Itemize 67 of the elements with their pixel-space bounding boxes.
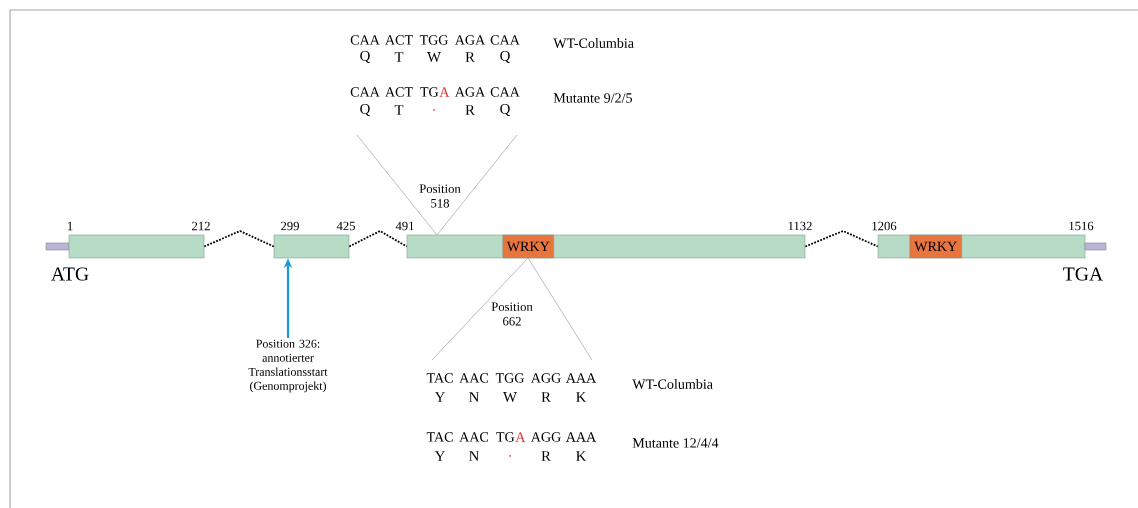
amino-acid-text: K bbox=[576, 392, 587, 402]
utr-bar bbox=[45, 242, 70, 251]
codon-text: ACT bbox=[385, 87, 413, 97]
position-number: 1516 bbox=[1069, 221, 1094, 231]
sequence-label: WT-Columbia bbox=[553, 38, 634, 48]
annotation-text: Position 326: annotierter Translationsstart (Genomprojekt) bbox=[248, 339, 328, 393]
position-number: 425 bbox=[336, 221, 355, 231]
domain-box: WRKY bbox=[909, 234, 962, 259]
intron-line bbox=[203, 230, 275, 248]
amino-acid-text: R bbox=[541, 392, 551, 402]
amino-acid-text: Y bbox=[434, 451, 445, 461]
position-number: 1 bbox=[67, 221, 73, 231]
codon-text: AGA bbox=[454, 87, 486, 97]
position-number: 491 bbox=[395, 221, 414, 231]
amino-acid-text: R bbox=[541, 451, 551, 461]
codon-text: CAA bbox=[490, 87, 520, 97]
codon-text: TAC bbox=[426, 432, 453, 442]
codon-text: TGG bbox=[495, 373, 524, 383]
codon-text: CAA bbox=[350, 35, 380, 45]
codon-text: AGA bbox=[454, 35, 486, 45]
sequence-label: Mutante 12/4/4 bbox=[632, 438, 719, 448]
utr-bar bbox=[1084, 242, 1107, 251]
mutation-text: A bbox=[515, 432, 526, 442]
amino-acid-text: Q bbox=[360, 50, 371, 64]
amino-acid-text: N bbox=[469, 392, 479, 402]
codon-text: CAA bbox=[490, 35, 520, 45]
codon-text: AAA bbox=[565, 432, 597, 442]
exon-box bbox=[68, 234, 205, 259]
amino-acid-text: Q bbox=[500, 50, 511, 64]
stop-text: . bbox=[433, 109, 435, 111]
domain-box: WRKY bbox=[502, 234, 554, 259]
sequence-label: Mutante 9/2/5 bbox=[553, 93, 632, 103]
position-number: 1206 bbox=[872, 221, 897, 231]
codon-text: TG bbox=[496, 432, 515, 442]
codon-text: AGG bbox=[530, 432, 561, 442]
codon-text: TGG bbox=[419, 35, 448, 45]
codon-text: ACT bbox=[385, 35, 413, 45]
amino-acid-text: Q bbox=[500, 103, 511, 117]
position-number: 1132 bbox=[788, 221, 812, 231]
amino-acid-text: K bbox=[576, 451, 587, 461]
position-label: Position 662 bbox=[491, 302, 533, 326]
codon-text: TG bbox=[420, 87, 439, 97]
amino-acid-text: T bbox=[394, 52, 404, 62]
codon-text: AGG bbox=[530, 373, 561, 383]
codon-text: CAA bbox=[350, 87, 380, 97]
codon-text: TGA bbox=[1063, 267, 1104, 281]
amino-acid-text: T bbox=[394, 105, 404, 115]
stop-text: . bbox=[509, 455, 511, 457]
codon-text: AAC bbox=[459, 373, 489, 383]
intron-line bbox=[348, 229, 408, 248]
amino-acid-text: Y bbox=[434, 392, 445, 402]
sequence-label: WT-Columbia bbox=[632, 379, 713, 389]
codon-text: AAA bbox=[565, 373, 597, 383]
amino-acid-text: W bbox=[503, 392, 517, 402]
codon-text: TAC bbox=[426, 373, 453, 383]
amino-acid-text: Q bbox=[360, 103, 371, 117]
codon-text: ATG bbox=[51, 267, 89, 281]
amino-acid-text: W bbox=[427, 52, 441, 62]
codon-text: AAC bbox=[459, 432, 489, 442]
exon-box bbox=[273, 234, 350, 259]
amino-acid-text: R bbox=[465, 52, 475, 62]
amino-acid-text: R bbox=[465, 105, 475, 115]
intron-line bbox=[804, 230, 879, 248]
position-number: 212 bbox=[192, 221, 210, 231]
position-label: Position 518 bbox=[419, 184, 461, 208]
mutation-text: A bbox=[439, 87, 450, 97]
amino-acid-text: N bbox=[469, 451, 479, 461]
